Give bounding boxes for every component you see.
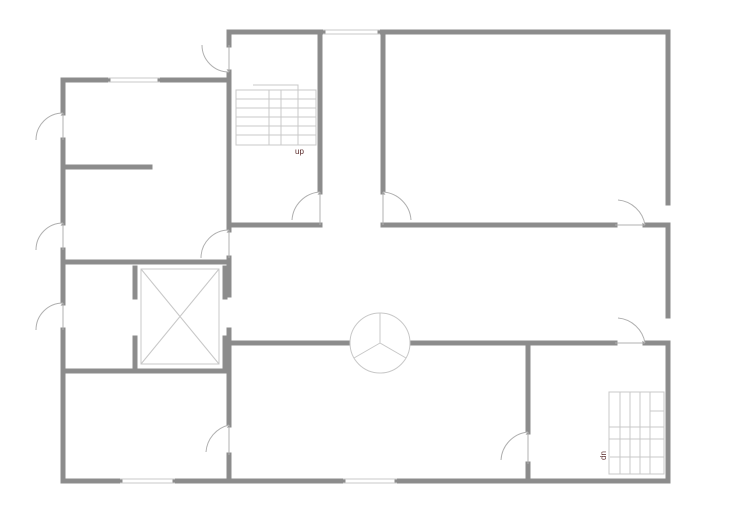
door xyxy=(35,112,64,141)
door xyxy=(382,191,412,225)
door xyxy=(200,229,230,259)
door xyxy=(35,222,64,251)
door xyxy=(615,199,646,226)
stairs-up: up xyxy=(235,84,317,156)
door xyxy=(205,424,230,455)
wall xyxy=(132,265,228,370)
windows xyxy=(108,29,397,484)
wall xyxy=(60,259,232,374)
elevator xyxy=(140,268,220,365)
door xyxy=(201,44,230,73)
door xyxy=(35,302,64,331)
doors xyxy=(35,44,646,464)
stairs-down: dn xyxy=(599,391,665,475)
door xyxy=(500,431,529,464)
door xyxy=(291,191,321,225)
walls xyxy=(60,29,671,484)
wall xyxy=(380,29,671,228)
wall xyxy=(226,29,323,228)
door xyxy=(615,317,646,344)
stair-down-label: dn xyxy=(599,451,608,460)
revolving-door xyxy=(349,312,411,374)
stair-up-label: up xyxy=(295,147,304,156)
